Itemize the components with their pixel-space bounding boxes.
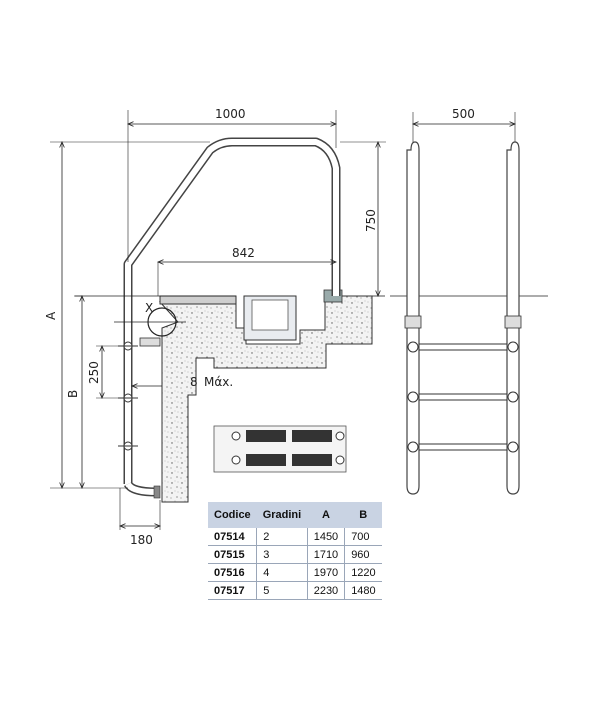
header-a: A xyxy=(307,502,345,528)
dim-b: B xyxy=(66,390,80,398)
cell-steps: 3 xyxy=(256,545,308,564)
cell-code: 07516 xyxy=(208,563,257,582)
dim-842: 842 xyxy=(232,246,255,260)
table-row: 07515 3 1710 960 xyxy=(208,545,382,564)
tread-detail xyxy=(213,425,347,473)
cell-b: 1220 xyxy=(344,563,382,582)
cell-a: 1970 xyxy=(306,563,345,582)
step-rungs-side xyxy=(118,341,138,451)
dim-180: 180 xyxy=(130,533,153,547)
cell-code: 07514 xyxy=(208,528,257,546)
table-row: 07516 4 1970 1220 xyxy=(208,563,382,582)
dim-1000: 1000 xyxy=(215,107,246,121)
wall-bracket xyxy=(139,337,161,347)
dim-8: 8 xyxy=(190,375,198,389)
coping-stone xyxy=(159,295,237,305)
table-header-row: Codice Gradini A B xyxy=(208,502,382,528)
table-row: 07517 5 2230 1480 xyxy=(208,581,382,600)
side-view: X xyxy=(75,137,385,503)
cell-a: 1450 xyxy=(306,528,345,546)
cell-a: 2230 xyxy=(306,581,345,600)
cell-code: 07517 xyxy=(208,581,257,600)
dim-a: A xyxy=(44,311,58,320)
cell-b: 1480 xyxy=(344,581,382,600)
header-b: B xyxy=(344,502,382,528)
header-gradini: Gradini xyxy=(256,502,308,528)
cell-steps: 2 xyxy=(256,528,308,546)
cell-steps: 4 xyxy=(256,563,308,582)
front-steps xyxy=(407,341,519,453)
dim-250: 250 xyxy=(87,361,101,384)
cell-b: 960 xyxy=(344,545,382,564)
dim-500: 500 xyxy=(452,107,475,121)
dim-max-label: Mάx. xyxy=(204,375,233,389)
cell-code: 07515 xyxy=(208,545,257,564)
cell-steps: 5 xyxy=(256,581,308,600)
cell-a: 1710 xyxy=(306,545,345,564)
side-view-dimensions: 1000 750 842 A B 250 8 Mάx. 180 xyxy=(44,107,386,547)
front-view: 500 xyxy=(390,107,548,495)
cell-b: 700 xyxy=(344,528,382,546)
table-row: 07514 2 1450 700 xyxy=(208,528,382,546)
spec-table: Codice Gradini A B 07514 2 1450 700 0751… xyxy=(208,502,382,600)
detail-x-label: X xyxy=(145,301,153,315)
header-codice: Codice xyxy=(208,502,257,528)
dim-750: 750 xyxy=(364,209,378,232)
